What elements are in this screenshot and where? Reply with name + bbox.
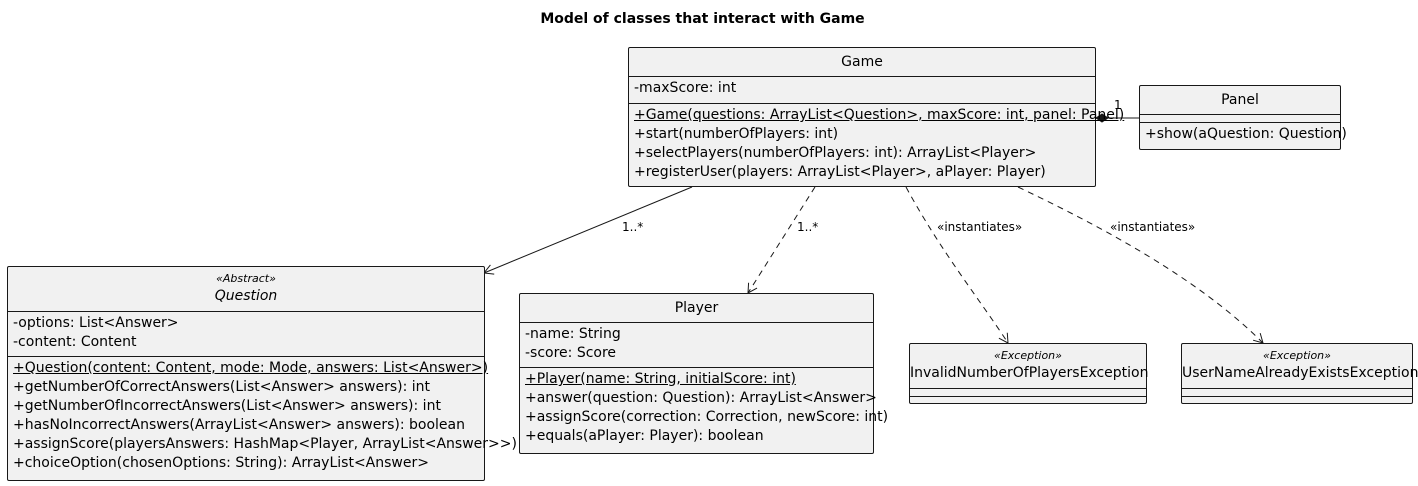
method: +registerUser(players: ArrayList<Player>… bbox=[634, 164, 1046, 180]
dependency-game-invalid bbox=[905, 186, 1009, 344]
label-instantiates-username: «instantiates» bbox=[1110, 220, 1196, 234]
class-username-name: UserNameAlreadyExistsException bbox=[1182, 365, 1418, 381]
class-invalid-stereotype: «Exception» bbox=[994, 349, 1062, 362]
method: +hasNoIncorrectAnswers(ArrayList<Answer>… bbox=[13, 417, 465, 433]
class-question-attributes: -options: List<Answer> -content: Content bbox=[8, 312, 484, 357]
method: +start(numberOfPlayers: int) bbox=[634, 126, 839, 142]
class-player-methods: +Player(name: String, initialScore: int)… bbox=[520, 368, 889, 448]
method: +getNumberOfCorrectAnswers(List<Answer> … bbox=[13, 379, 431, 395]
class-question-name: Question bbox=[214, 288, 278, 304]
class-game-name: Game bbox=[841, 54, 883, 70]
class-player-name: Player bbox=[674, 300, 719, 316]
class-game[interactable]: Game -maxScore: int +Game(questions: Arr… bbox=[628, 47, 1125, 187]
class-panel-name: Panel bbox=[1221, 92, 1259, 108]
class-player[interactable]: Player -name: String -score: Score +Play… bbox=[519, 293, 889, 454]
attribute: -options: List<Answer> bbox=[13, 315, 179, 331]
method: +equals(aPlayer: Player): boolean bbox=[525, 428, 764, 444]
class-game-attributes: -maxScore: int bbox=[629, 77, 1095, 104]
class-invalid-header: «Exception» InvalidNumberOfPlayersExcept… bbox=[910, 344, 1149, 389]
class-question-stereotype: «Abstract» bbox=[216, 272, 276, 285]
class-invalid-number-of-players-exception[interactable]: «Exception» InvalidNumberOfPlayersExcept… bbox=[909, 343, 1149, 404]
class-panel-methods: +show(aQuestion: Question) bbox=[1140, 123, 1347, 146]
association-game-question bbox=[483, 186, 693, 275]
method: +assignScore(correction: Correction, new… bbox=[525, 409, 889, 425]
method: +selectPlayers(numberOfPlayers: int): Ar… bbox=[634, 145, 1037, 161]
class-username-stereotype: «Exception» bbox=[1263, 349, 1331, 362]
attribute: -maxScore: int bbox=[634, 80, 737, 96]
class-question-header: «Abstract» Question bbox=[8, 267, 484, 312]
class-panel-header: Panel bbox=[1140, 86, 1340, 115]
label-instantiates-invalid: «instantiates» bbox=[937, 220, 1023, 234]
class-question[interactable]: «Abstract» Question -options: List<Answe… bbox=[7, 266, 517, 481]
method: +answer(question: Question): ArrayList<A… bbox=[525, 390, 877, 406]
dependency-game-username bbox=[1017, 186, 1264, 344]
attribute: -name: String bbox=[525, 326, 621, 342]
class-player-header: Player bbox=[520, 294, 873, 323]
diagram-title: Model of classes that interact with Game bbox=[540, 11, 865, 27]
class-invalid-name: InvalidNumberOfPlayersException bbox=[910, 365, 1149, 381]
class-username-attributes bbox=[1182, 389, 1412, 397]
class-username-header: «Exception» UserNameAlreadyExistsExcepti… bbox=[1182, 344, 1418, 389]
class-game-header: Game bbox=[629, 48, 1095, 77]
class-username-methods bbox=[1182, 397, 1412, 403]
constructor: +Question(content: Content, mode: Mode, … bbox=[13, 360, 489, 376]
attribute: -score: Score bbox=[525, 345, 617, 361]
composition-diamond bbox=[1095, 113, 1109, 123]
multiplicity-game-player: 1..* bbox=[797, 220, 819, 234]
method: +assignScore(playersAnswers: HashMap<Pla… bbox=[13, 436, 517, 452]
dependency-game-player bbox=[747, 186, 816, 294]
method: +choiceOption(chosenOptions: String): Ar… bbox=[13, 455, 429, 471]
multiplicity-game-panel: 1 bbox=[1114, 98, 1122, 112]
constructor: +Player(name: String, initialScore: int) bbox=[525, 371, 796, 387]
multiplicity-game-question: 1..* bbox=[622, 220, 644, 234]
class-panel-attributes bbox=[1140, 115, 1340, 123]
method: +show(aQuestion: Question) bbox=[1145, 126, 1347, 142]
class-question-methods: +Question(content: Content, mode: Mode, … bbox=[8, 357, 517, 475]
method: +getNumberOfIncorrectAnswers(List<Answer… bbox=[13, 398, 441, 414]
class-invalid-methods bbox=[910, 397, 1146, 403]
class-panel[interactable]: Panel +show(aQuestion: Question) bbox=[1139, 85, 1347, 150]
class-game-methods: +Game(questions: ArrayList<Question>, ma… bbox=[629, 104, 1125, 184]
class-invalid-attributes bbox=[910, 389, 1146, 397]
constructor: +Game(questions: ArrayList<Question>, ma… bbox=[634, 107, 1125, 123]
attribute: -content: Content bbox=[13, 334, 137, 350]
class-player-attributes: -name: String -score: Score bbox=[520, 323, 873, 368]
class-username-already-exists-exception[interactable]: «Exception» UserNameAlreadyExistsExcepti… bbox=[1181, 343, 1418, 404]
